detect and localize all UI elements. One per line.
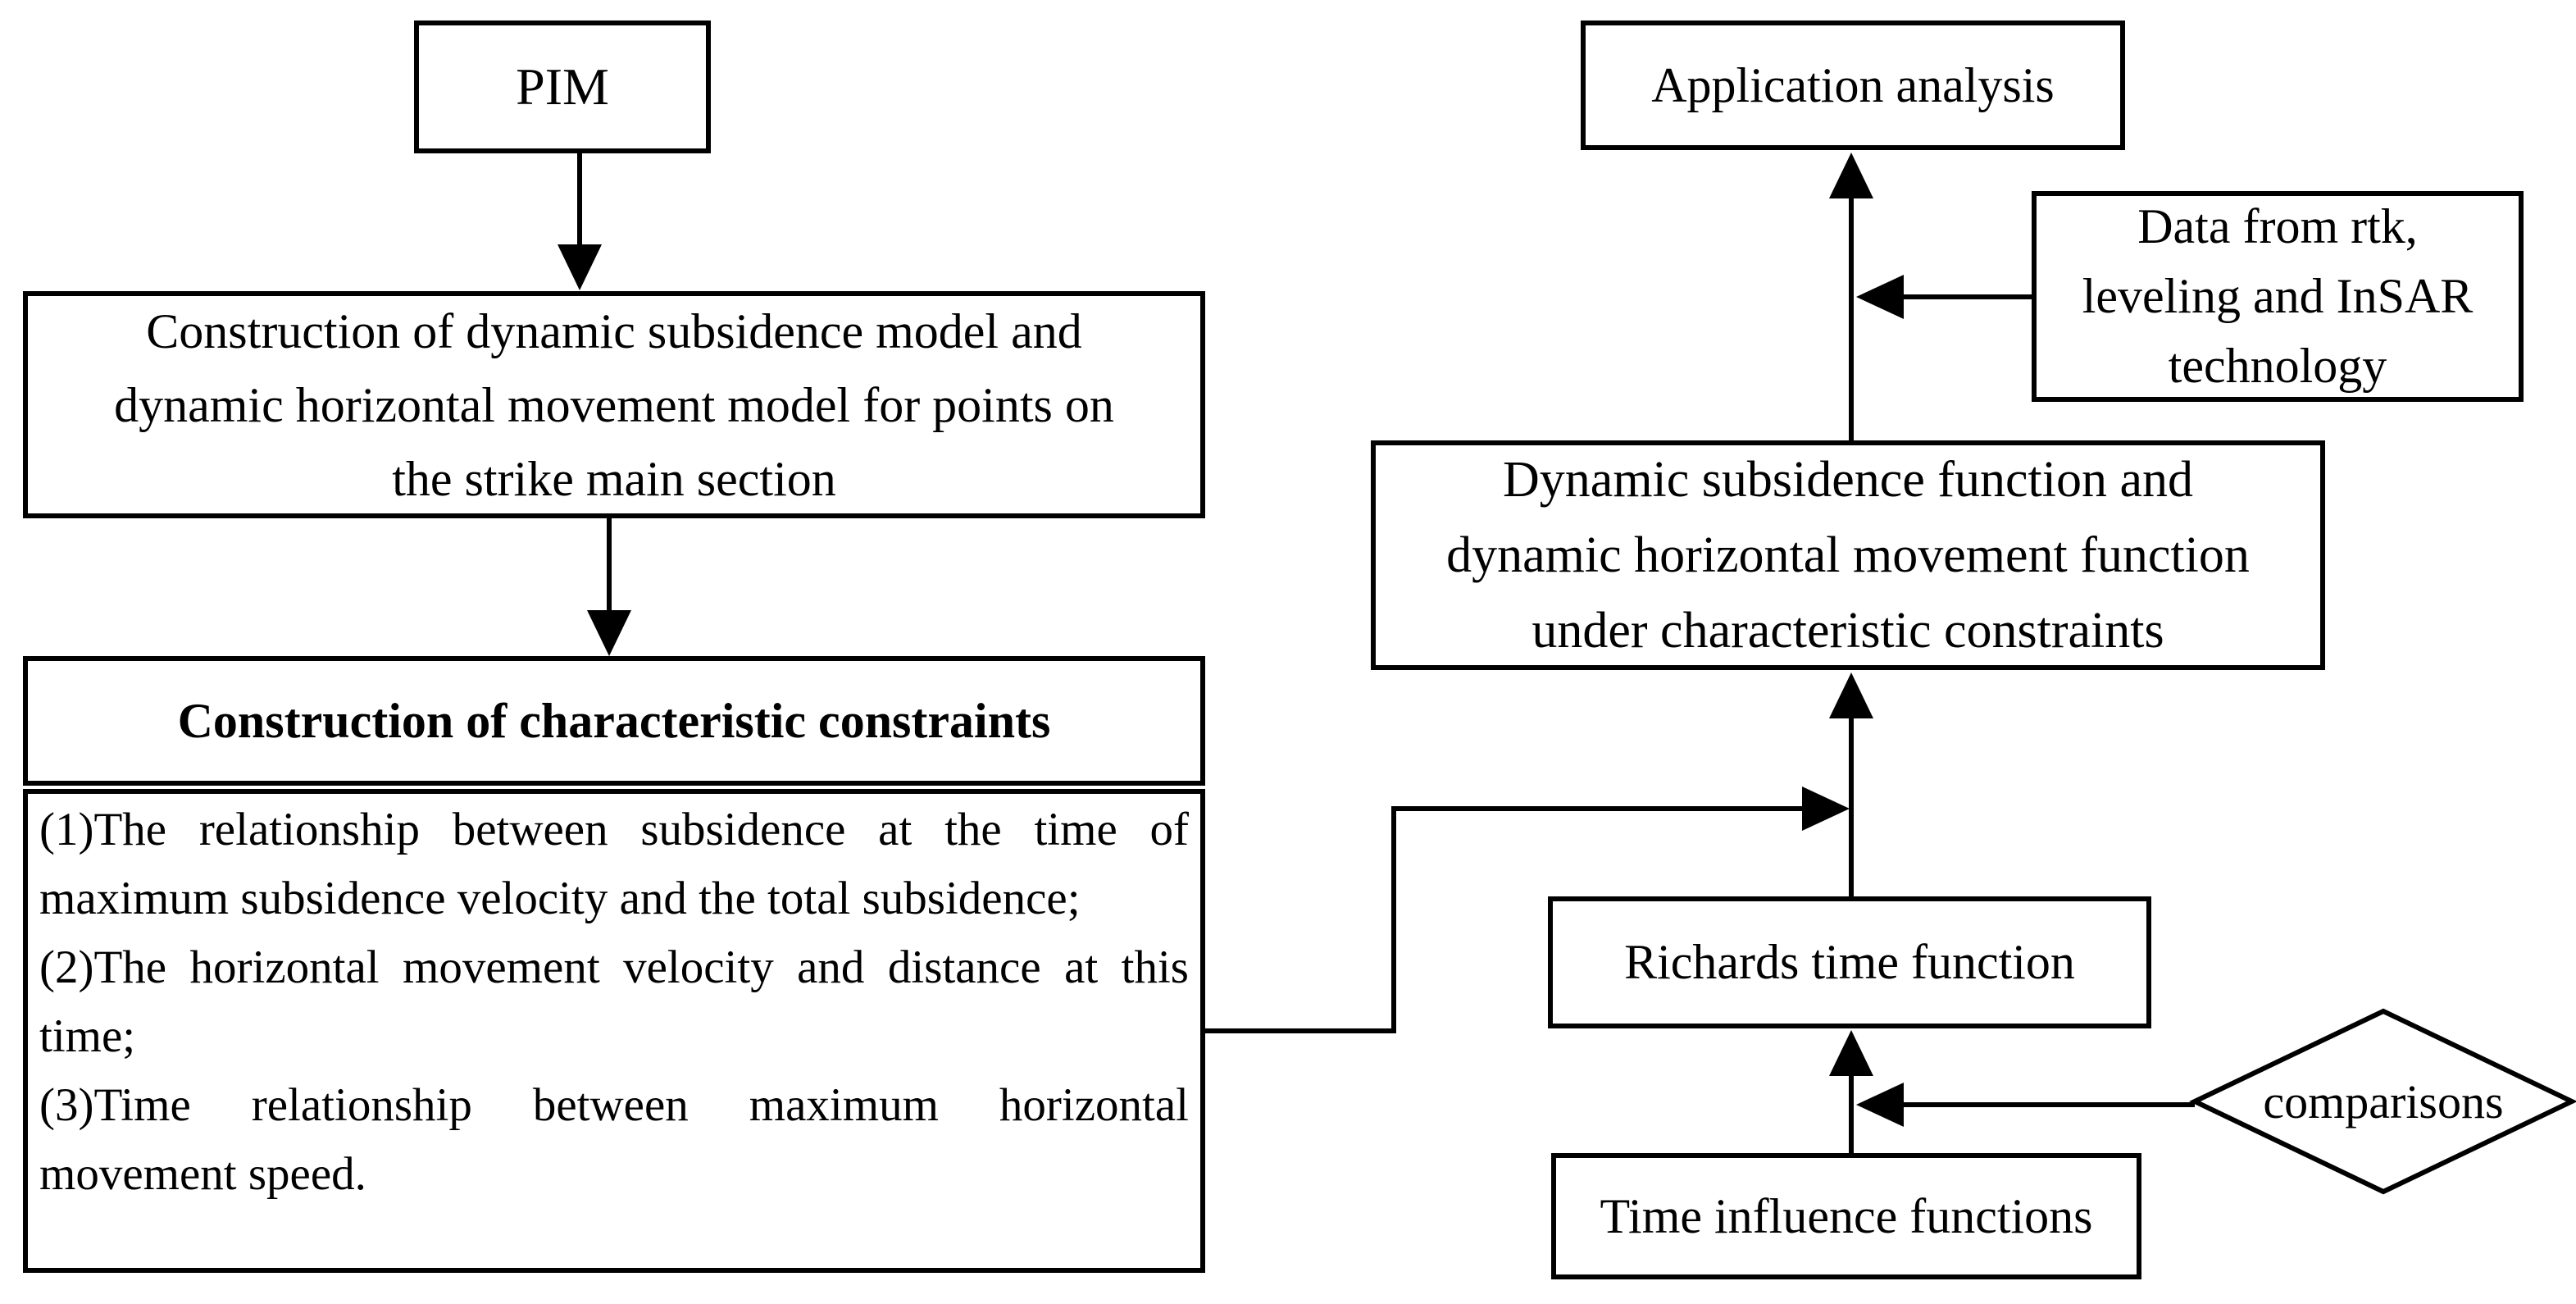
richards-time-function-box: Richards time function	[1548, 896, 2151, 1028]
pim-label: PIM	[516, 57, 609, 116]
constraint-item-2: (2)The horizontal movement velocity and …	[39, 942, 1189, 1062]
richards-time-function-label: Richards time function	[1624, 935, 2075, 989]
constraint-item-3: (3)Time relationship between maximum hor…	[39, 1079, 1189, 1200]
dynamic-functions-box: Dynamic subsidence function and dynamic …	[1371, 440, 2325, 670]
application-analysis-label: Application analysis	[1651, 57, 2055, 112]
arrow-data-to-trunk	[1856, 275, 2032, 319]
model-construction-text: Construction of dynamic subsidence model…	[114, 303, 1114, 506]
constraints-header-box: Construction of characteristic constrain…	[23, 656, 1205, 786]
arrow-model-to-constraints	[587, 518, 631, 656]
arrow-constraints-to-trunk	[1193, 787, 1850, 1033]
constraints-header-text: Construction of characteristic constrain…	[177, 693, 1051, 748]
arrow-time-to-richards	[1829, 1030, 1873, 1153]
application-analysis-box: Application analysis	[1581, 21, 2125, 150]
constraints-body-box: (1)The relationship between subsidence a…	[23, 789, 1205, 1273]
constraint-item-1: (1)The relationship between subsidence a…	[39, 804, 1189, 924]
time-influence-functions-label: Time influence functions	[1600, 1188, 2093, 1243]
model-construction-box: Construction of dynamic subsidence model…	[23, 291, 1205, 518]
arrow-dynamic-to-application	[1829, 153, 1873, 440]
time-influence-functions-box: Time influence functions	[1551, 1153, 2141, 1279]
comparisons-label: comparisons	[2263, 1074, 2504, 1128]
comparisons-diamond-shape	[2189, 1008, 2576, 1195]
survey-data-box: Data from rtk, leveling and InSAR techno…	[2032, 191, 2524, 402]
pim-box: PIM	[414, 21, 711, 153]
survey-data-text: Data from rtk, leveling and InSAR techno…	[2082, 199, 2474, 393]
arrow-richards-to-dynamic	[1829, 673, 1873, 896]
arrow-comparisons-to-trunk	[1856, 1083, 2195, 1127]
arrow-pim-to-model	[558, 153, 602, 290]
dynamic-functions-text: Dynamic subsidence function and dynamic …	[1446, 452, 2250, 659]
